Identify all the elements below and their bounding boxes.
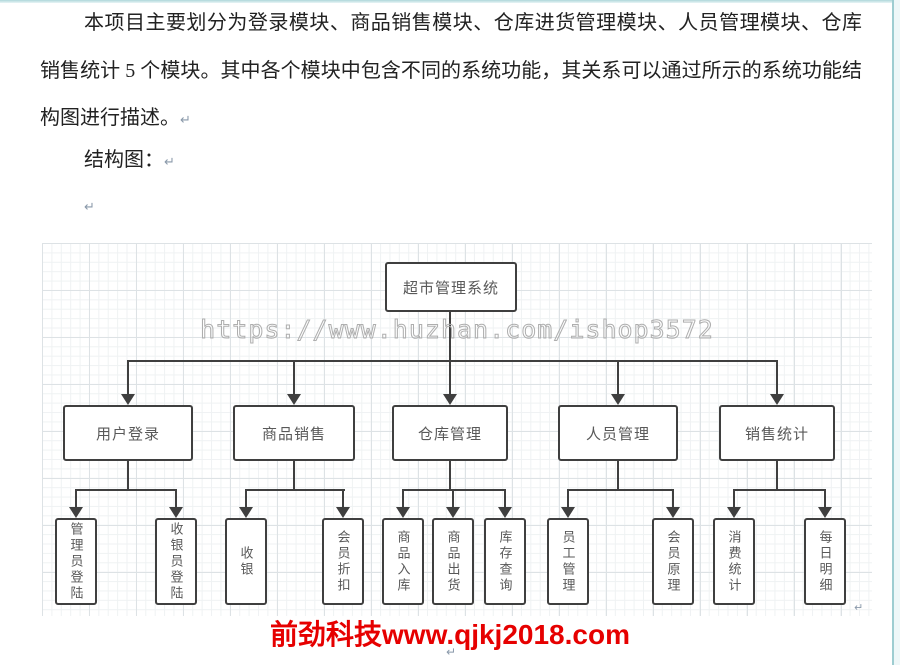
diagram-leaf-member-discount: 会员折扣 — [322, 518, 364, 605]
node-label: 会员原理 — [665, 529, 681, 594]
node-label: 库存查询 — [497, 529, 513, 594]
footer-ad-text: 前劲科技www.qjkj2018.com — [270, 619, 630, 650]
arrow-down — [443, 394, 457, 405]
paragraph-mark: ↵ — [164, 155, 175, 170]
node-label: 超市管理系统 — [402, 279, 499, 297]
connector-drop — [342, 489, 344, 508]
connector-drop — [672, 489, 674, 508]
arrow-down — [396, 507, 410, 518]
diagram-node-personnel-mgmt: 人员管理 — [558, 405, 678, 461]
arrow-down — [498, 507, 512, 518]
connector-drop — [567, 489, 569, 508]
connector-branch-spread — [733, 489, 826, 491]
arrow-down — [121, 394, 135, 405]
connector-drop — [617, 361, 619, 395]
arrow-down — [239, 507, 253, 518]
connector-branch-spread — [245, 489, 345, 491]
node-label: 商品入库 — [395, 529, 411, 594]
arrow-down — [561, 507, 575, 518]
connector-branch-trunk — [449, 461, 451, 490]
arrow-down — [169, 507, 183, 518]
node-label: 每日明细 — [817, 529, 833, 594]
connector-root-spread — [127, 360, 778, 362]
node-label: 人员管理 — [585, 425, 650, 443]
diagram-leaf-staff-mgmt: 员工管理 — [547, 518, 589, 605]
paragraph-mark: ↵ — [84, 200, 95, 215]
body-paragraph-text: 本项目主要划分为登录模块、商品销售模块、仓库进货管理模块、人员管理模块、仓库销售… — [40, 12, 862, 129]
node-label: 会员折扣 — [335, 529, 351, 594]
node-label: 员工管理 — [560, 529, 576, 594]
diagram-leaf-stock-query: 库存查询 — [484, 518, 526, 605]
diagram-leaf-cashier-login: 收银员登陆 — [155, 518, 197, 605]
arrow-down — [336, 507, 350, 518]
connector-drop — [733, 489, 735, 508]
connector-drop — [504, 489, 506, 508]
paragraph-mark: ↵ — [180, 113, 191, 128]
connector-branch-trunk — [127, 461, 129, 490]
connector-drop — [293, 361, 295, 395]
diagram-node-warehouse-mgmt: 仓库管理 — [392, 405, 508, 461]
diagram-node-user-login: 用户登录 — [63, 405, 193, 461]
watermark-text: https://www.huzhan.com/ishop3572 — [200, 315, 714, 345]
connector-branch-spread — [567, 489, 674, 491]
connector-root-trunk — [449, 312, 451, 362]
diagram-leaf-consume-stats: 消费统计 — [713, 518, 755, 605]
arrow-down — [69, 507, 83, 518]
connector-drop — [452, 489, 454, 508]
page-right-border — [892, 0, 894, 665]
connector-drop — [245, 489, 247, 508]
connector-branch-spread — [402, 489, 506, 491]
page-right-band — [894, 0, 900, 665]
connector-drop — [824, 489, 826, 508]
diagram-leaf-member-mgmt: 会员原理 — [652, 518, 694, 605]
paragraph-mark: ↵ — [854, 601, 864, 614]
page-top-border — [0, 0, 900, 3]
diagram-leaf-goods-outbound: 商品出货 — [432, 518, 474, 605]
node-label: 销售统计 — [744, 425, 809, 443]
arrow-down — [446, 507, 460, 518]
connector-branch-trunk — [617, 461, 619, 490]
connector-drop — [175, 489, 177, 508]
arrow-down — [818, 507, 832, 518]
node-label: 收银员登陆 — [168, 521, 184, 602]
connector-drop — [402, 489, 404, 508]
arrow-down — [727, 507, 741, 518]
node-label: 商品销售 — [261, 425, 326, 443]
diagram-leaf-cashier: 收银 — [225, 518, 267, 605]
node-label: 商品出货 — [445, 529, 461, 594]
connector-drop — [75, 489, 77, 508]
diagram-node-sales-stats: 销售统计 — [719, 405, 835, 461]
diagram-leaf-goods-inbound: 商品入库 — [382, 518, 424, 605]
arrow-down — [611, 394, 625, 405]
diagram-node-product-sales: 商品销售 — [233, 405, 355, 461]
connector-branch-trunk — [776, 461, 778, 490]
connector-drop — [776, 361, 778, 395]
structure-figure-label: 结构图：↵ — [84, 143, 175, 172]
diagram-leaf-daily-detail: 每日明细 — [804, 518, 846, 605]
node-label: 仓库管理 — [417, 425, 482, 443]
node-label: 管理员登陆 — [68, 521, 84, 602]
connector-drop — [449, 361, 451, 395]
diagram-leaf-admin-login: 管理员登陆 — [55, 518, 97, 605]
paragraph-mark: ↵ — [446, 645, 457, 659]
structure-label-text: 结构图： — [84, 149, 164, 171]
connector-drop — [127, 361, 129, 395]
node-label: 消费统计 — [726, 529, 742, 594]
connector-branch-trunk — [293, 461, 295, 490]
arrow-down — [287, 394, 301, 405]
connector-branch-spread — [75, 489, 177, 491]
arrow-down — [666, 507, 680, 518]
node-label: 收银 — [238, 545, 254, 578]
node-label: 用户登录 — [95, 425, 160, 443]
body-paragraph: 本项目主要划分为登录模块、商品销售模块、仓库进货管理模块、人员管理模块、仓库销售… — [40, 0, 862, 145]
diagram-node-root: 超市管理系统 — [385, 262, 517, 312]
arrow-down — [770, 394, 784, 405]
